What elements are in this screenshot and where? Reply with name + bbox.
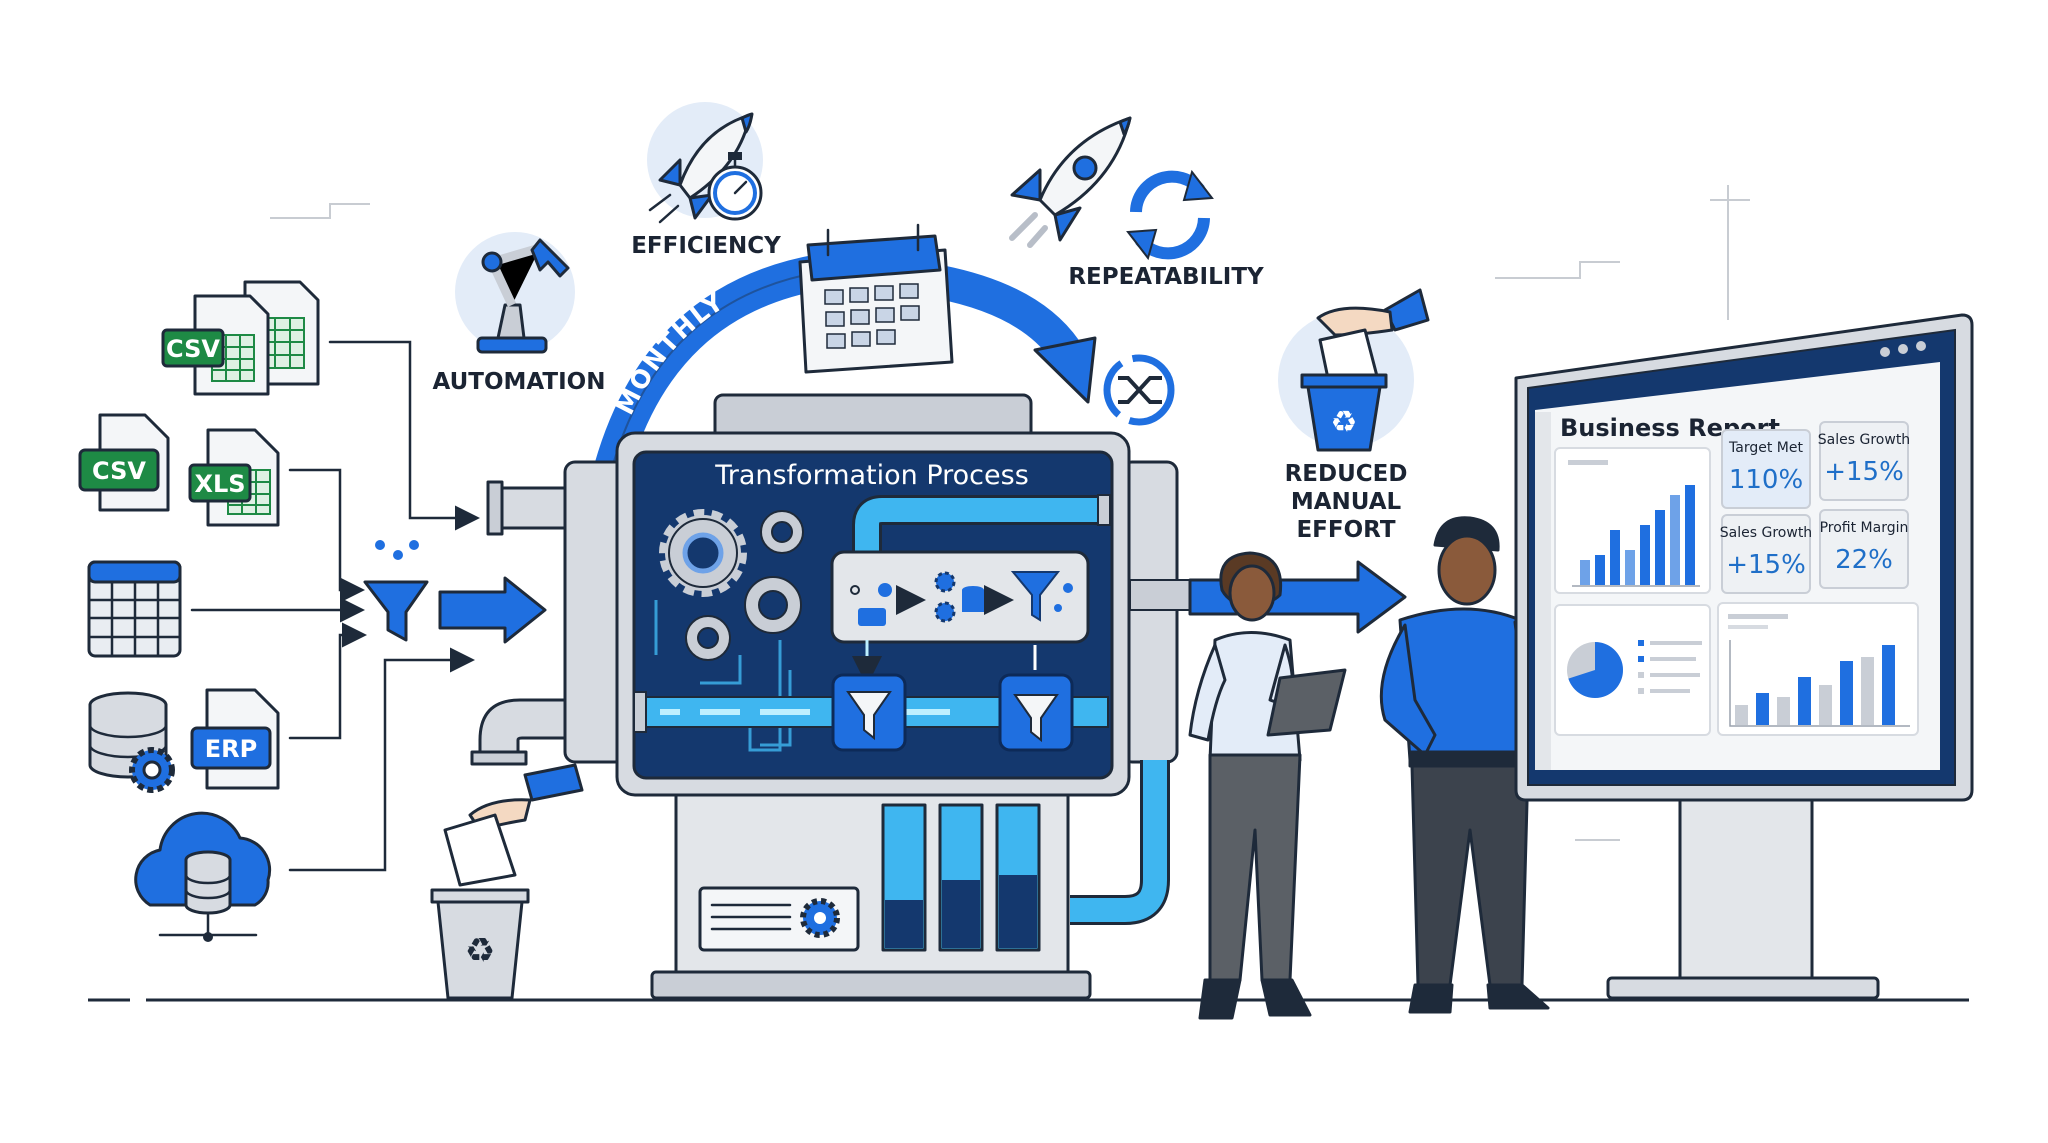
bar (1882, 645, 1895, 725)
csv-file-icon-2: CSV (78, 413, 170, 512)
repeatability-badge: REPEATABILITY (1009, 116, 1264, 290)
csv-file-icon: CSV (161, 280, 320, 396)
tablet-icon (1266, 668, 1347, 737)
bottom-bar-chart (1729, 640, 1910, 727)
kpi-label: Sales Growth (1720, 525, 1812, 541)
kpi-label: Sales Growth (1818, 432, 1910, 448)
robot-arm-icon (476, 238, 570, 354)
kpi-card: Sales Growth +15% (1818, 421, 1910, 501)
kpi-value: 110% (1729, 465, 1803, 495)
rocket-icon (1009, 116, 1132, 248)
kpi-value: +15% (1726, 550, 1806, 580)
reduced-effort-line-2: MANUAL (1291, 489, 1402, 515)
kpi-card: Sales Growth +15% (1720, 514, 1812, 594)
bar (1580, 560, 1590, 585)
kpi-label: Target Met (1728, 440, 1803, 456)
transformation-machine: Transformation Process (563, 393, 1179, 1000)
process-steps-panel (830, 550, 1090, 644)
output-arrow (1129, 560, 1407, 634)
funnel-icon (363, 540, 429, 642)
liquid-tanks (881, 803, 1041, 952)
erp-file-icon: ERP (190, 688, 280, 790)
erp-badge-label: ERP (205, 735, 257, 763)
cycle-arrows-icon (1126, 169, 1214, 261)
bar (1798, 677, 1811, 725)
monthly-label: MONTHLY (610, 286, 730, 419)
shuffle-icon (1103, 354, 1175, 426)
bar (1819, 685, 1832, 725)
bar (1861, 657, 1874, 725)
bar (1595, 555, 1605, 585)
recycle-icon: ♻ (465, 931, 495, 971)
efficiency-label: EFFICIENCY (631, 233, 781, 259)
pie-slice-blue (1568, 642, 1624, 698)
intake-pipes (438, 480, 572, 766)
kpi-card: Profit Margin 22% (1819, 509, 1909, 589)
bar (1840, 661, 1853, 725)
bar (1625, 550, 1635, 585)
bar (1610, 530, 1620, 585)
filter-funnel-icon (831, 673, 907, 752)
table-icon (87, 560, 182, 658)
bar (1670, 495, 1680, 585)
calendar-icon (798, 223, 954, 374)
xls-badge-label: XLS (194, 470, 245, 498)
bar (1735, 705, 1748, 725)
recycle-bin-left-icon: ♻ (430, 763, 584, 1000)
filter-funnel-icon-2 (998, 673, 1074, 752)
cloud-database-icon (134, 811, 272, 942)
automation-label: AUTOMATION (433, 369, 606, 395)
reduced-effort-line-3: EFFORT (1296, 517, 1395, 543)
bar (1685, 485, 1695, 585)
kpi-label: Profit Margin (1820, 520, 1909, 536)
bar (1640, 525, 1650, 585)
database-gear-icon (88, 691, 175, 793)
csv-badge-label: CSV (166, 335, 220, 363)
repeatability-label: REPEATABILITY (1068, 264, 1264, 290)
rocket-stopwatch-icon (648, 112, 763, 224)
source-connectors (190, 340, 480, 872)
data-sources: CSV CSV XLS (78, 280, 480, 942)
kpi-value: 22% (1835, 545, 1893, 575)
top-bar-chart (1568, 460, 1700, 587)
bar (1655, 510, 1665, 585)
recycle-icon-2: ♻ (1331, 405, 1358, 440)
reduced-effort-line-1: REDUCED (1285, 461, 1408, 487)
woman-with-tablet (1188, 551, 1347, 1020)
pie-chart-panel (1554, 604, 1711, 736)
gears-icon (659, 509, 804, 661)
kpi-card: Target Met 110% (1721, 429, 1811, 509)
bar (1777, 697, 1790, 725)
control-panel (698, 886, 860, 952)
automation-badge: AUTOMATION (433, 232, 606, 395)
bar (1756, 693, 1769, 725)
background-decor (270, 185, 1750, 841)
pie-chart (1567, 642, 1624, 698)
csv-badge-label-2: CSV (92, 457, 146, 485)
efficiency-badge: EFFICIENCY (631, 102, 781, 259)
kpi-value: +15% (1824, 457, 1904, 487)
xls-file-icon: XLS (188, 428, 280, 527)
reduced-effort-badge: ♻ REDUCED MANUAL EFFORT (1278, 288, 1430, 543)
machine-title: Transformation Process (714, 460, 1029, 491)
